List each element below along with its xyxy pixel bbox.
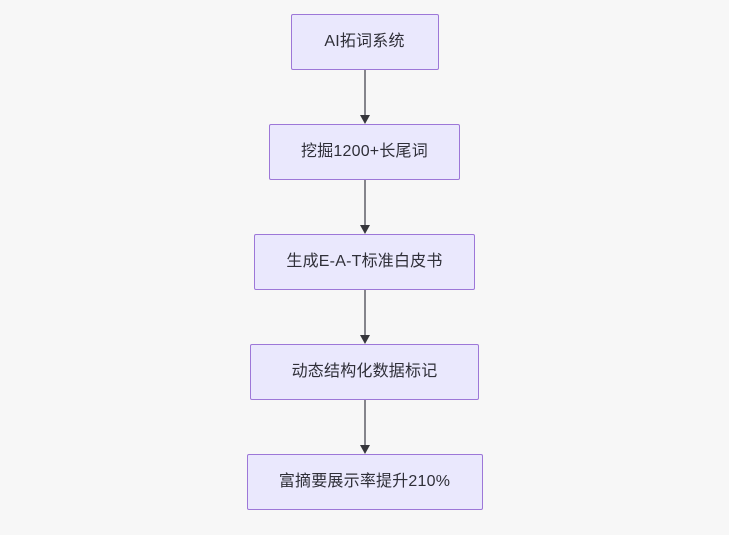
flow-edge-3-to-4 — [359, 290, 370, 344]
arrow-down-icon — [359, 115, 370, 124]
flow-edge-4-to-5 — [359, 400, 370, 454]
flow-node-5[interactable]: 富摘要展示率提升210% — [246, 454, 483, 510]
edge-line — [363, 180, 366, 226]
flow-node-3[interactable]: 生成E-A-T标准白皮书 — [254, 234, 475, 290]
arrow-down-icon — [359, 225, 370, 234]
flow-node-5-label: 富摘要展示率提升210% — [278, 473, 451, 490]
flow-node-2[interactable]: 挖掘1200+长尾词 — [269, 124, 460, 180]
edge-line — [363, 70, 366, 116]
flow-edge-1-to-2 — [359, 70, 370, 124]
flow-node-4-label: 动态结构化数据标记 — [291, 363, 438, 380]
flow-node-3-label: 生成E-A-T标准白皮书 — [286, 253, 443, 270]
arrow-down-icon — [359, 335, 370, 344]
flow-node-1-label: AI拓词系统 — [324, 33, 405, 50]
flow-edge-2-to-3 — [359, 180, 370, 234]
flow-node-2-label: 挖掘1200+长尾词 — [301, 143, 428, 160]
arrow-down-icon — [359, 445, 370, 454]
edge-line — [363, 290, 366, 336]
flow-node-1[interactable]: AI拓词系统 — [290, 14, 439, 70]
flow-node-4[interactable]: 动态结构化数据标记 — [250, 344, 479, 400]
edge-line — [363, 400, 366, 446]
